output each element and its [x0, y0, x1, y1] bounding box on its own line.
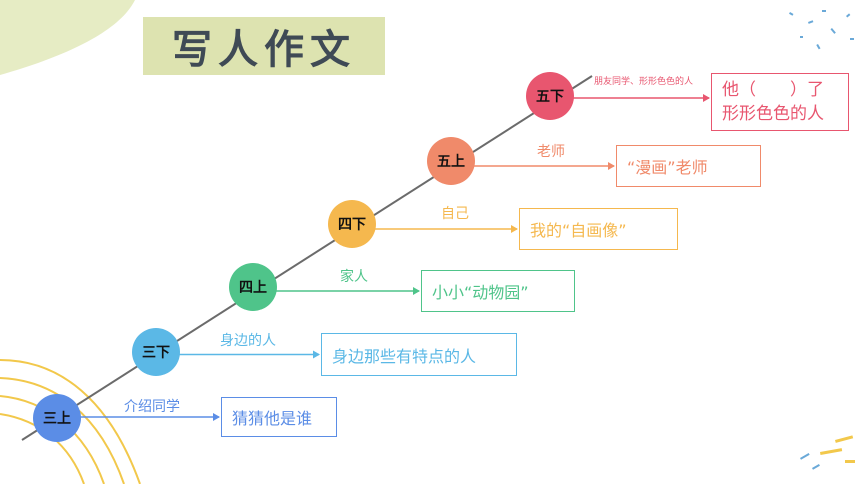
diagonal-timeline: [21, 75, 593, 441]
grade-label: 三上: [43, 411, 71, 427]
grade-node-wu-shang: 五上: [427, 137, 475, 185]
essay-title: 身边那些有特点的人: [332, 346, 477, 366]
grade-node-san-shang: 三上: [33, 394, 81, 442]
essay-box: 身边那些有特点的人: [321, 333, 517, 376]
grade-node-si-xia: 四下: [328, 200, 376, 248]
essay-box: 我的“自画像”: [519, 208, 678, 250]
grade-label: 四上: [239, 280, 267, 296]
essay-box: 猜猜他是谁: [221, 397, 337, 437]
topic-label: 自己: [441, 206, 469, 222]
grade-label: 五下: [536, 89, 564, 105]
essay-title: 我的“自画像”: [530, 221, 627, 240]
essay-box: 他（ ）了 形形色色的人: [711, 73, 849, 131]
essay-title: 小小“动物园”: [432, 283, 529, 302]
essay-title-line1: 他（ ）了: [722, 80, 824, 100]
essay-box: “漫画”老师: [616, 145, 761, 187]
topic-label: 家人: [340, 269, 368, 285]
grade-label: 四下: [338, 217, 366, 233]
top-right-specks: [789, 10, 854, 50]
topic-label: 介绍同学: [124, 399, 180, 415]
essay-box: 小小“动物园”: [421, 270, 575, 312]
connector-arrow-head: [703, 94, 710, 102]
connector-arrow-head: [511, 225, 518, 233]
page-title: 写人作文: [172, 26, 356, 73]
connector-arrow-head: [213, 413, 220, 421]
bottom-right-dashes: [820, 435, 855, 463]
grade-node-wu-xia: 五下: [526, 72, 574, 120]
title-banner: 写人作文: [143, 17, 385, 75]
connector-arrow-head: [608, 162, 615, 170]
essay-title: 猜猜他是谁: [232, 409, 313, 428]
connector-arrow-head: [413, 287, 420, 295]
topic-label: 老师: [537, 144, 565, 160]
essay-title: “漫画”老师: [627, 158, 708, 177]
grade-node-si-shang: 四上: [229, 263, 277, 311]
grade-label: 三下: [142, 345, 170, 361]
grade-label: 五上: [437, 154, 465, 170]
topic-label: 身边的人: [220, 333, 276, 349]
top-left-blob: [0, 0, 135, 75]
topic-label: 朋友同学、形形色色的人: [594, 77, 694, 87]
essay-title-line2: 形形色色的人: [722, 104, 824, 124]
connector-arrow-head: [313, 350, 320, 359]
grade-node-san-xia: 三下: [132, 328, 180, 376]
bottom-right-blue-dashes: [799, 453, 820, 470]
